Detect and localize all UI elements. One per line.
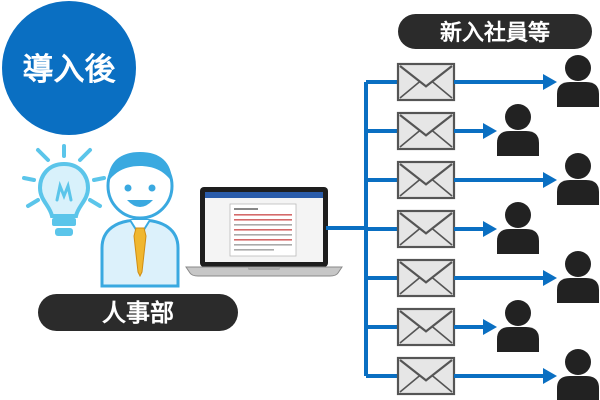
recipient-head <box>505 202 531 228</box>
recipient-head <box>565 55 591 81</box>
envelope-icon <box>396 258 456 298</box>
person-silhouette-icon <box>497 300 539 352</box>
person-silhouette-icon <box>557 55 599 107</box>
recipient-row <box>366 349 599 400</box>
envelope-flap <box>399 261 453 284</box>
bulb-ray <box>92 176 106 182</box>
doc-line <box>234 229 292 231</box>
person-eye <box>124 184 132 192</box>
person-hair <box>108 152 172 182</box>
recipient-head <box>565 251 591 277</box>
recipient-head <box>565 349 591 375</box>
envelope-fold <box>399 375 453 393</box>
doc-line <box>234 239 292 241</box>
envelope-fold <box>399 277 453 295</box>
envelope-flap <box>399 212 453 235</box>
envelope-fold <box>399 228 453 246</box>
envelope-fold <box>399 130 453 148</box>
envelope-fold <box>399 326 453 344</box>
recipient-row <box>366 104 539 156</box>
sender-label: 人事部 <box>102 299 174 327</box>
person-eye <box>148 184 156 192</box>
bulb-ray <box>36 148 50 162</box>
envelope-fold <box>399 179 453 197</box>
person-silhouette-icon <box>557 251 599 303</box>
badge-circle <box>2 1 136 135</box>
arrow-head-icon <box>483 221 497 237</box>
envelope-flap <box>399 65 453 88</box>
envelope-flap <box>399 310 453 333</box>
bulb-base <box>55 228 73 236</box>
recipient-head <box>505 104 531 130</box>
laptop-base <box>185 266 343 277</box>
person-icon <box>100 152 180 288</box>
recipient-body <box>557 180 599 205</box>
envelope-icon <box>396 160 456 200</box>
arrow-head-icon <box>543 270 557 286</box>
recipient-head <box>505 300 531 326</box>
recipient-rows <box>366 55 599 400</box>
recipient-row <box>366 251 599 303</box>
doc-line <box>234 244 292 246</box>
recipient-body <box>557 278 599 303</box>
doc-line <box>234 224 292 226</box>
sender-pill-bg <box>38 294 238 331</box>
envelope-icon <box>396 111 456 151</box>
person-silhouette-icon <box>497 202 539 254</box>
doc-line <box>234 234 292 236</box>
recipients-label-pill: 新入社員等 <box>398 14 592 49</box>
envelope-icon <box>396 356 456 396</box>
sender-label-pill: 人事部 <box>38 294 238 331</box>
bulb-ray <box>22 176 36 182</box>
arrow-head-icon <box>543 368 557 384</box>
envelope-fold <box>399 81 453 99</box>
recipient-row <box>366 300 539 352</box>
doc-line <box>234 249 274 251</box>
envelope-flap <box>399 114 453 137</box>
arrow-head-icon <box>543 74 557 90</box>
arrow-head-icon <box>483 123 497 139</box>
person-silhouette-icon <box>557 153 599 205</box>
bulb-ray <box>88 198 102 208</box>
doc-line <box>234 219 292 221</box>
recipient-row <box>366 153 599 205</box>
arrow-head-icon <box>483 319 497 335</box>
bulb-filament <box>55 180 73 202</box>
envelope-flap <box>399 359 453 382</box>
envelope-flap <box>399 163 453 186</box>
envelope-icon <box>396 209 456 249</box>
recipient-head <box>565 153 591 179</box>
distribution-lines <box>326 82 368 376</box>
lightbulb-icon <box>22 144 106 236</box>
bulb-base <box>52 218 76 226</box>
recipients-label: 新入社員等 <box>440 20 550 46</box>
recipient-row <box>366 55 599 107</box>
laptop-notch <box>248 267 280 270</box>
recipient-row <box>366 202 539 254</box>
bulb-ray <box>26 198 40 208</box>
person-silhouette-icon <box>497 104 539 156</box>
envelope-icon <box>396 307 456 347</box>
bulb-glass <box>37 161 91 218</box>
after-introduction-badge: 導入後 <box>2 1 136 135</box>
laptop-icon <box>185 187 343 277</box>
recipient-body <box>497 327 539 352</box>
bulb-ray <box>78 148 92 162</box>
screen-titlebar <box>205 192 323 198</box>
arrow-head-icon <box>543 172 557 188</box>
doc-line <box>234 208 258 210</box>
badge-text: 導入後 <box>23 52 117 88</box>
person-silhouette-icon <box>557 349 599 400</box>
recipient-body <box>497 131 539 156</box>
recipient-body <box>557 82 599 107</box>
recipient-body <box>497 229 539 254</box>
recipient-body <box>557 376 599 400</box>
doc-line <box>234 214 292 216</box>
tie-icon <box>133 227 147 278</box>
person-mouth <box>127 200 153 207</box>
recipients-pill-bg <box>398 14 592 49</box>
envelope-icon <box>396 62 456 102</box>
